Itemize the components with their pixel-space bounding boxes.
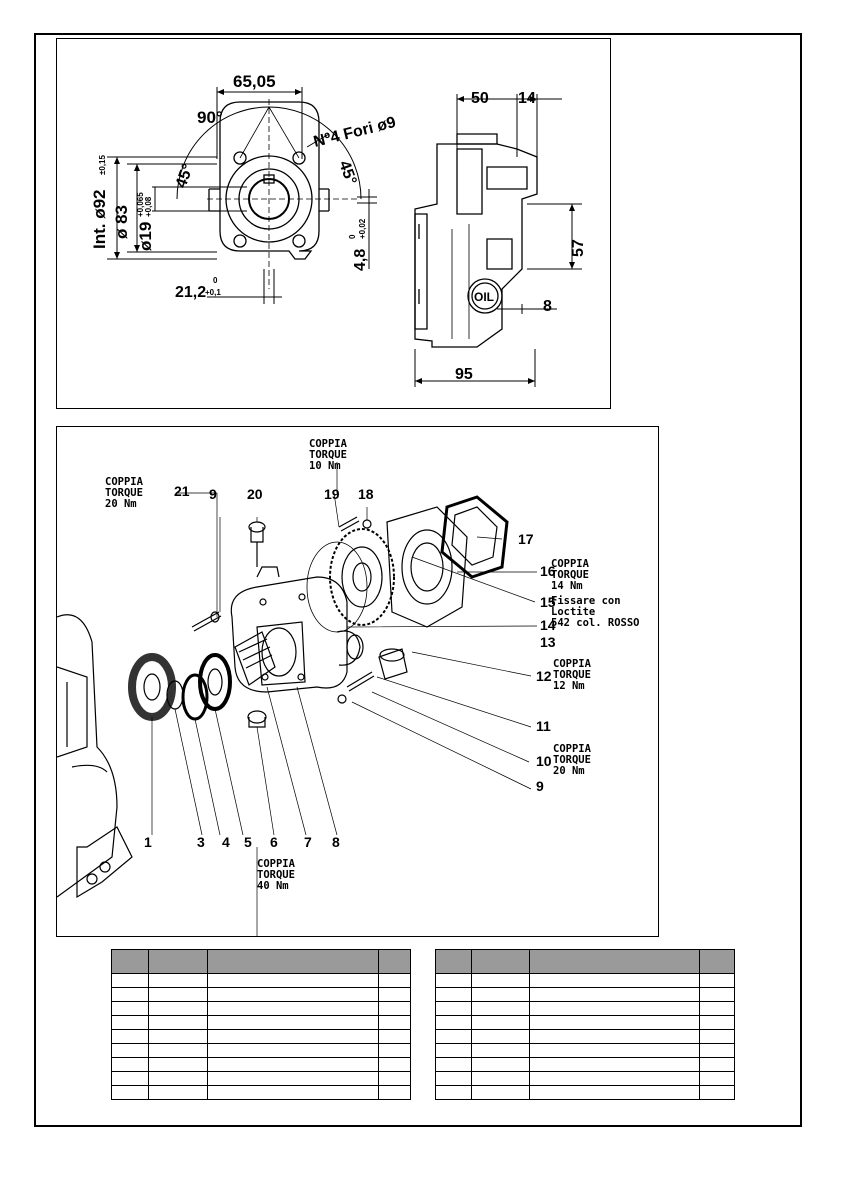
table-row <box>435 1029 735 1044</box>
dim-angle-45-left: 45° <box>173 162 197 191</box>
dim-95: 95 <box>455 366 473 383</box>
note-torque-19: COPPIA TORQUE 10 Nm <box>309 438 348 472</box>
svg-text:12 Nm: 12 Nm <box>553 680 585 692</box>
dim-width: 65,05 <box>233 72 276 91</box>
dim-key-48: 4,8 <box>352 249 369 271</box>
table-row <box>111 987 411 1002</box>
svg-text:20 Nm: 20 Nm <box>105 498 137 510</box>
dim-angle-90: 90° <box>197 108 223 127</box>
part-label-15: 15 <box>540 594 556 610</box>
dim-57: 57 <box>570 239 587 257</box>
dim-int-dia-tol: ±0,15 <box>98 154 107 175</box>
dim-angle-45-right: 45° <box>335 159 359 188</box>
dim-8: 8 <box>543 298 552 315</box>
note-loctite-15: Fissare con Loctite 542 col. ROSSO <box>551 595 640 629</box>
svg-text:COPPIA: COPPIA <box>105 476 144 488</box>
svg-text:40 Nm: 40 Nm <box>257 880 289 892</box>
part-label-6: 6 <box>270 834 278 850</box>
part-label-21: 21 <box>174 483 190 499</box>
exploded-view: 1 3 4 5 6 7 8 9 9 10 11 12 13 14 15 16 1… <box>56 426 659 937</box>
part-label-4: 4 <box>222 834 230 850</box>
table-row <box>111 1001 411 1016</box>
table-row <box>111 1071 411 1086</box>
svg-text:TORQUE: TORQUE <box>551 569 589 581</box>
svg-text:COPPIA: COPPIA <box>257 858 296 870</box>
svg-text:COPPIA: COPPIA <box>553 658 592 670</box>
part-label-12: 12 <box>536 668 552 684</box>
part-label-16: 16 <box>540 563 556 579</box>
table-row <box>435 1015 735 1030</box>
table-row <box>435 1001 735 1016</box>
dim-14: 14 <box>518 90 536 107</box>
table-header <box>111 949 411 974</box>
table-row <box>111 973 411 988</box>
svg-text:TORQUE: TORQUE <box>257 869 295 881</box>
dim-holes: Nº4 Fori ø9 <box>312 114 398 151</box>
dim-dia-19: ø19 <box>136 222 155 251</box>
note-torque-12: COPPIA TORQUE 12 Nm <box>553 658 592 692</box>
svg-text:Loctite: Loctite <box>551 606 595 618</box>
dim-key-48-tol-lo: +0,02 <box>358 218 367 239</box>
table-row <box>111 1085 411 1100</box>
table-row <box>435 987 735 1002</box>
dim-21-2-tol-lo: +0,1 <box>205 288 221 297</box>
table-row <box>435 1057 735 1072</box>
dim-21-2: 21,2 <box>175 284 206 301</box>
note-torque-10: COPPIA TORQUE 20 Nm <box>553 743 592 777</box>
dim-dia-83: ø 83 <box>112 205 131 239</box>
svg-text:Fissare con: Fissare con <box>551 595 621 607</box>
table-row <box>111 1029 411 1044</box>
table-row <box>111 1043 411 1058</box>
note-torque-6: COPPIA TORQUE 40 Nm <box>257 858 296 892</box>
table-row <box>435 973 735 988</box>
part-label-9-top: 9 <box>209 486 217 502</box>
part-label-19: 19 <box>324 486 340 502</box>
part-label-1: 1 <box>144 834 152 850</box>
table-row <box>435 1071 735 1086</box>
svg-text:TORQUE: TORQUE <box>553 754 591 766</box>
dim-key-48-tol-hi: 0 <box>348 234 357 239</box>
svg-text:COPPIA: COPPIA <box>551 558 590 570</box>
svg-text:542 col. ROSSO: 542 col. ROSSO <box>551 617 640 629</box>
table-row <box>435 1085 735 1100</box>
svg-text:TORQUE: TORQUE <box>105 487 143 499</box>
oil-plug-label: OIL <box>474 290 494 304</box>
svg-text:10 Nm: 10 Nm <box>309 460 341 472</box>
page-frame <box>34 33 802 1127</box>
dimension-drawing: 65,05 90° Nº4 Fori ø9 45° 45° Int. ø92 ±… <box>56 38 611 409</box>
part-label-7: 7 <box>304 834 312 850</box>
part-label-20: 20 <box>247 486 263 502</box>
part-label-8: 8 <box>332 834 340 850</box>
table-row <box>435 1043 735 1058</box>
table-row <box>111 1057 411 1072</box>
svg-text:COPPIA: COPPIA <box>553 743 592 755</box>
part-label-5: 5 <box>244 834 252 850</box>
part-label-14: 14 <box>540 617 556 633</box>
note-torque-21: COPPIA TORQUE 20 Nm <box>105 476 144 510</box>
dim-dia-19-tol-lo: +0,08 <box>144 196 153 217</box>
dim-dia-19-tol-hi: +0,065 <box>136 192 145 217</box>
dim-int-dia: Int. ø92 <box>90 189 109 249</box>
svg-text:20 Nm: 20 Nm <box>553 765 585 777</box>
dim-21-2-tol-hi: 0 <box>213 276 218 285</box>
svg-text:14 Nm: 14 Nm <box>551 580 583 592</box>
part-label-10: 10 <box>536 753 552 769</box>
part-label-17: 17 <box>518 531 534 547</box>
parts-table-right <box>435 949 735 1100</box>
part-label-13: 13 <box>540 634 556 650</box>
part-label-11: 11 <box>536 718 551 734</box>
svg-text:TORQUE: TORQUE <box>309 449 347 461</box>
part-label-18: 18 <box>358 486 374 502</box>
part-label-3: 3 <box>197 834 205 850</box>
parts-table-left <box>111 949 411 1100</box>
table-row <box>111 1015 411 1030</box>
dim-50: 50 <box>471 90 489 107</box>
table-header <box>435 949 735 974</box>
svg-text:COPPIA: COPPIA <box>309 438 348 450</box>
svg-text:TORQUE: TORQUE <box>553 669 591 681</box>
part-label-9-bottom: 9 <box>536 778 544 794</box>
note-torque-16: COPPIA TORQUE 14 Nm <box>551 558 590 592</box>
